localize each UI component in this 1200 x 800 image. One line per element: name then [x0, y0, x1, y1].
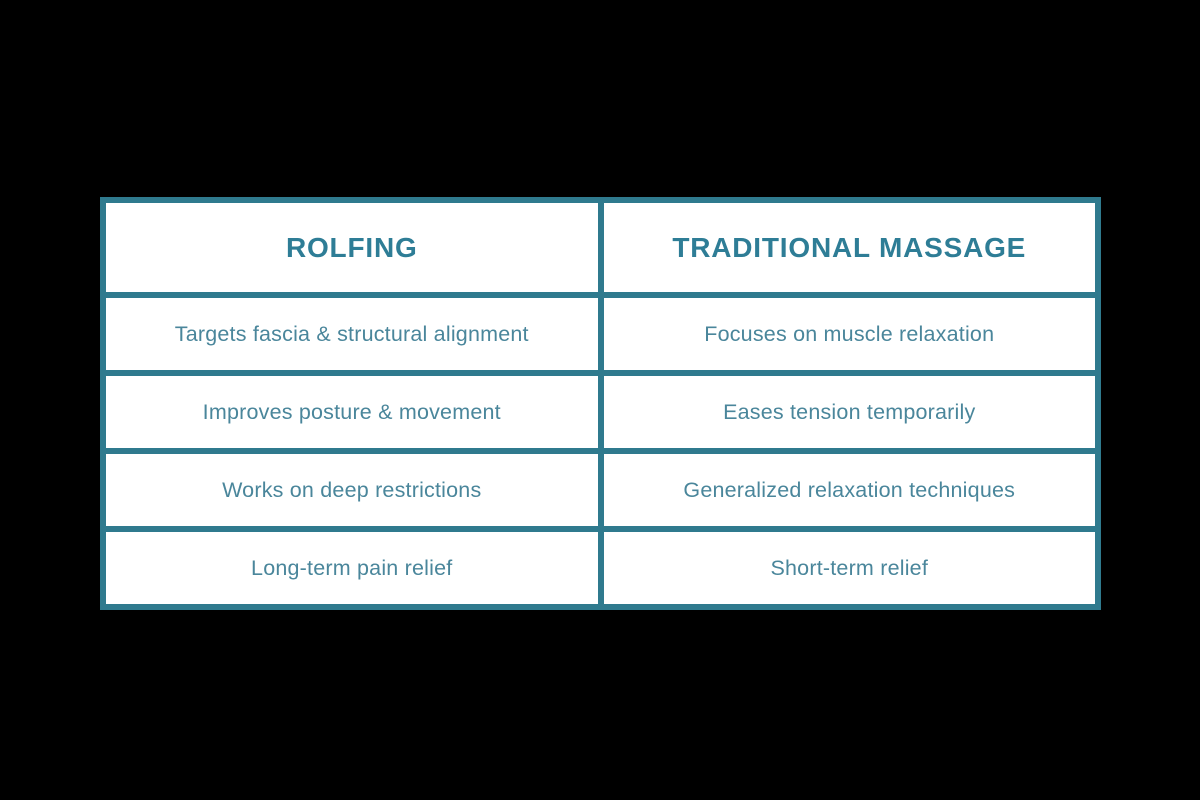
- cell-massage-row-3: Generalized relaxation techniques: [603, 454, 1095, 526]
- cell-rolfing-row-1: Targets fascia & structural alignment: [106, 298, 598, 370]
- cell-massage-row-4: Short-term relief: [603, 532, 1095, 604]
- cell-rolfing-row-4: Long-term pain relief: [106, 532, 598, 604]
- cell-massage-row-1: Focuses on muscle relaxation: [603, 298, 1095, 370]
- comparison-table: ROLFING TRADITIONAL MASSAGE Targets fasc…: [100, 197, 1101, 610]
- header-cell-rolfing: ROLFING: [106, 203, 598, 292]
- cell-rolfing-row-2: Improves posture & movement: [106, 376, 598, 448]
- cell-rolfing-row-3: Works on deep restrictions: [106, 454, 598, 526]
- header-cell-traditional-massage: TRADITIONAL MASSAGE: [603, 203, 1095, 292]
- cell-massage-row-2: Eases tension temporarily: [603, 376, 1095, 448]
